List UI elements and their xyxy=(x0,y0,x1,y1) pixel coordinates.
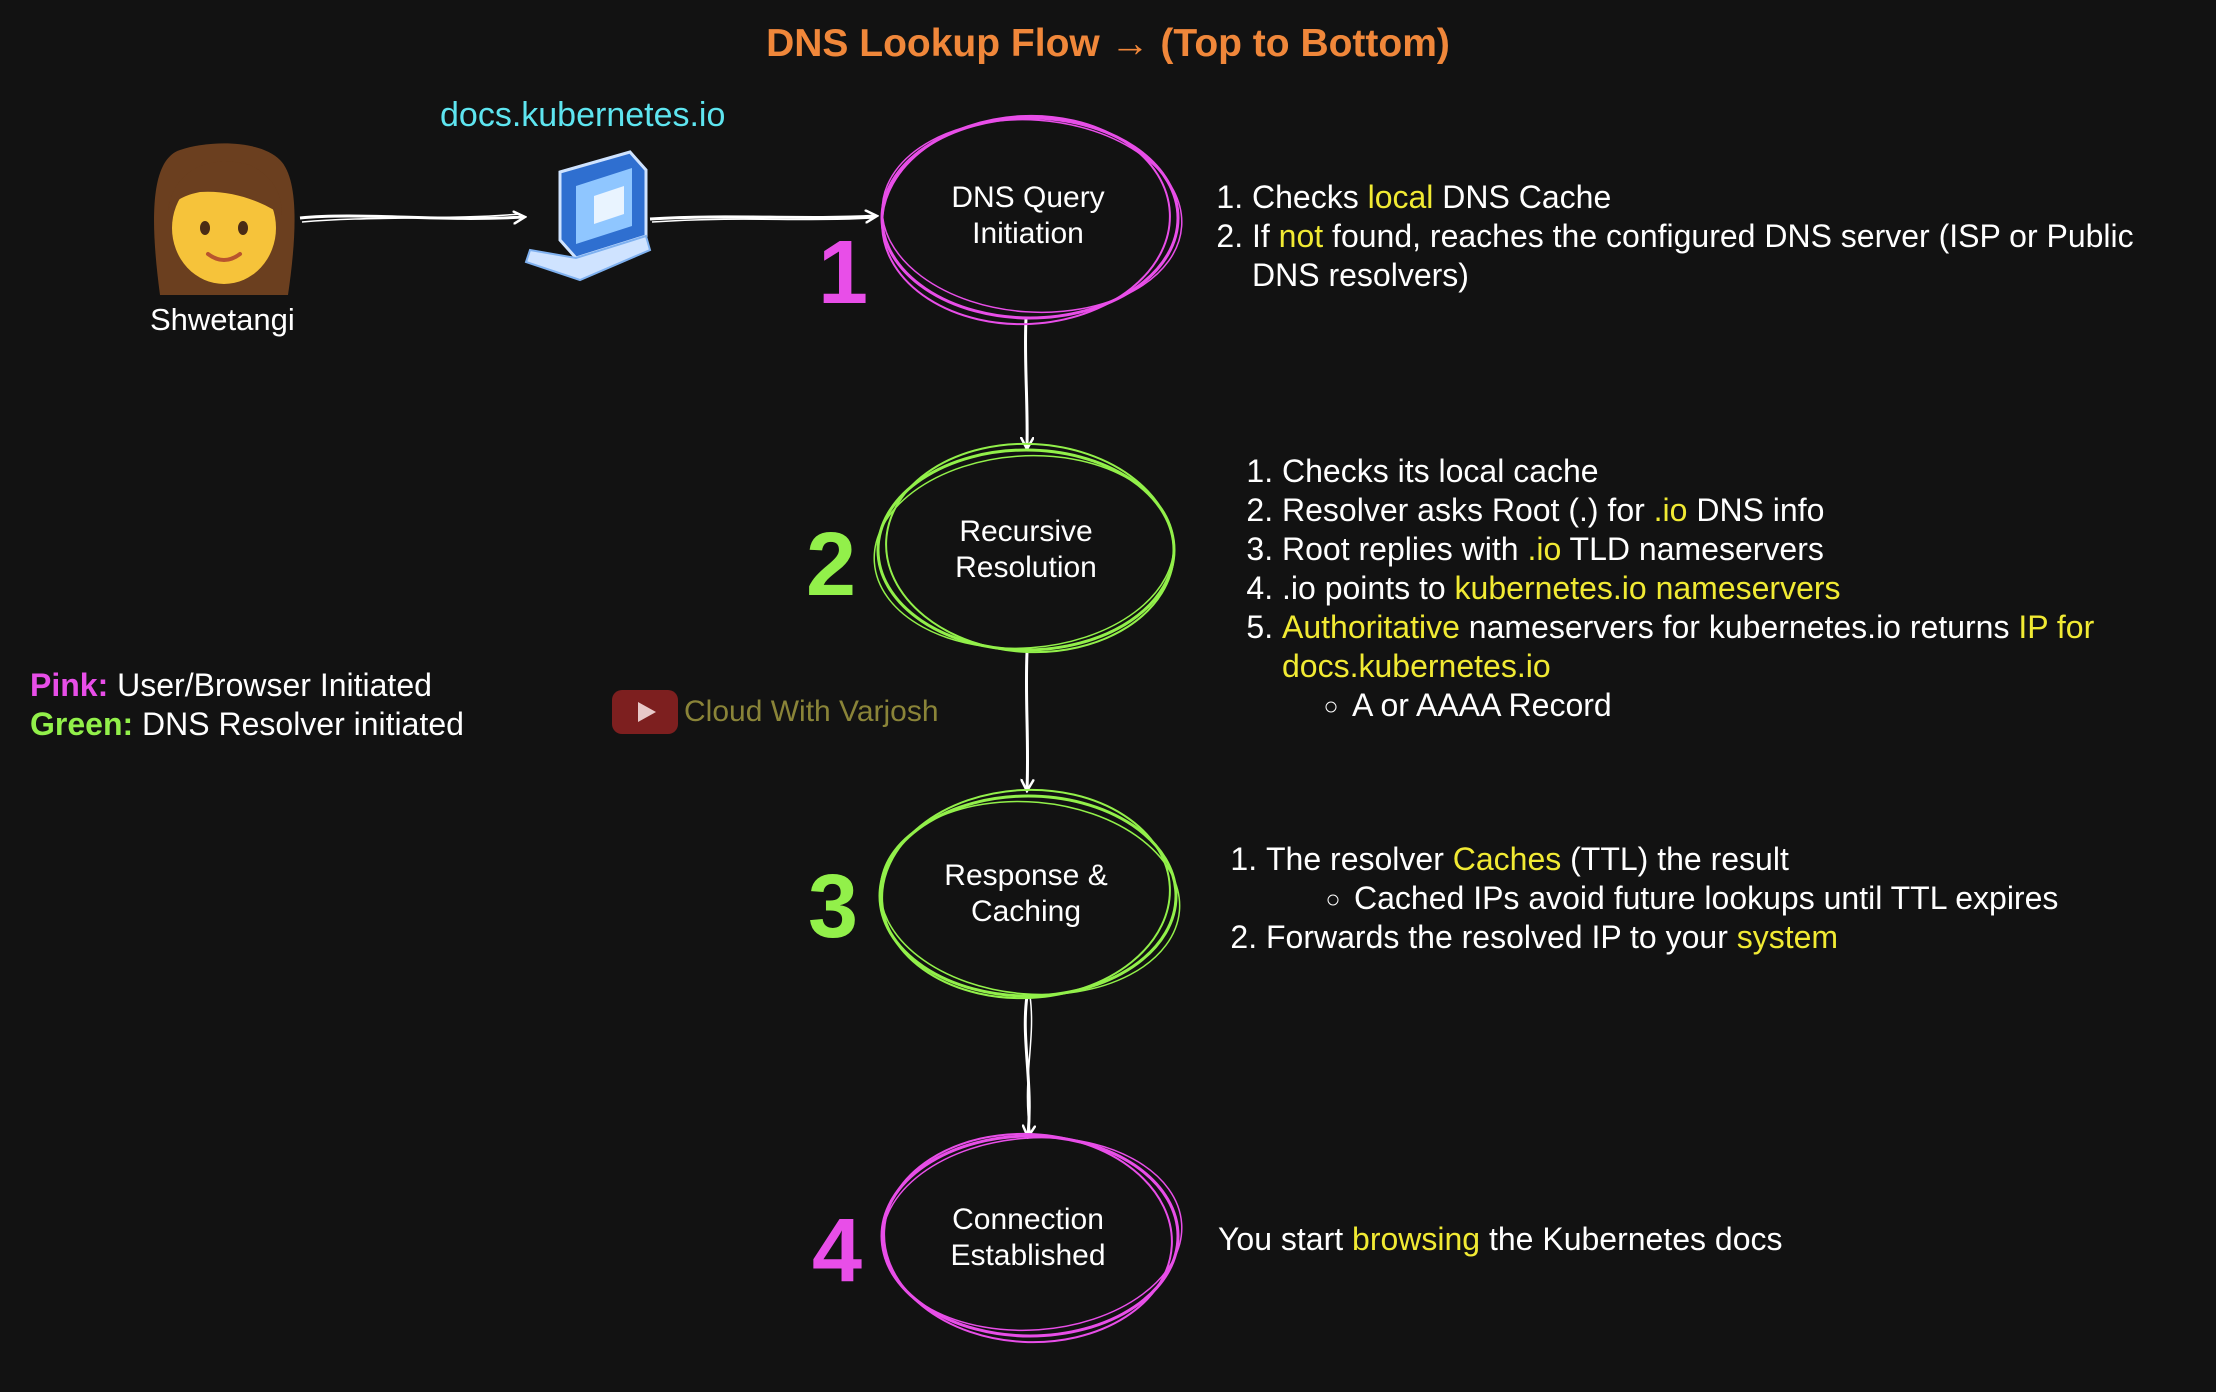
legend-green: Green: DNS Resolver initiated xyxy=(30,706,464,742)
step-2-notes: Checks its local cache Resolver asks Roo… xyxy=(1244,452,2204,725)
step-4-ellipse xyxy=(880,1132,1183,1344)
step-2-note-5: Authoritative nameservers for kubernetes… xyxy=(1282,608,2204,725)
woman-emoji-icon xyxy=(154,143,295,295)
legend-pink: Pink: User/Browser Initiated xyxy=(30,667,432,703)
arrow-user-to-laptop xyxy=(299,216,524,218)
step-3-label-line-2: Caching xyxy=(970,895,1082,928)
youtube-play-icon xyxy=(612,690,678,734)
step-2-note-1: Checks its local cache xyxy=(1282,452,2204,491)
step-3-ellipse xyxy=(878,788,1181,1000)
step-3-note-1: The resolver Caches (TTL) the result Cac… xyxy=(1266,840,2188,918)
step-3-number: 3 xyxy=(808,857,859,957)
step-2-subnote: A or AAAA Record xyxy=(1352,686,2204,725)
step-1-number: 1 xyxy=(818,223,869,323)
laptop-icon xyxy=(524,150,652,282)
step-4-number: 4 xyxy=(812,1201,863,1301)
diagram-title: DNS Lookup Flow → (Top to Bottom) xyxy=(766,22,1450,65)
step-1-note-1: Checks local DNS Cache xyxy=(1252,178,2154,217)
watermark: Cloud With Varjosh xyxy=(612,690,939,734)
user-name: Shwetangi xyxy=(150,302,295,337)
step-2-label: Recursive Resolution xyxy=(886,514,1166,586)
step-3-label: Response & Caching xyxy=(886,858,1166,930)
step-4-label: Connection Established xyxy=(888,1202,1168,1274)
step-1-ellipse xyxy=(880,114,1183,326)
step-3-note-2: Forwards the resolved IP to your system xyxy=(1266,918,2188,957)
step-2-note-3: Root replies with .io TLD nameservers xyxy=(1282,530,2204,569)
step-2-ellipse xyxy=(873,442,1176,654)
legend: Pink: User/Browser Initiated Green: DNS … xyxy=(30,666,464,744)
arrow-step1-to-step2 xyxy=(1025,317,1027,448)
step-2-label-line-1: Recursive xyxy=(959,515,1093,548)
step-2-note-2: Resolver asks Root (.) for .io DNS info xyxy=(1282,491,2204,530)
domain-label: docs.kubernetes.io xyxy=(440,96,726,134)
step-2-number: 2 xyxy=(806,515,857,615)
arrow-step2-to-step3 xyxy=(1026,651,1027,790)
step-4-notes: You start browsing the Kubernetes docs xyxy=(1218,1221,1783,1257)
step-2-label-line-2: Resolution xyxy=(955,551,1097,584)
step-3-notes: The resolver Caches (TTL) the result Cac… xyxy=(1228,840,2188,957)
step-1-label: DNS Query Initiation xyxy=(888,180,1168,252)
step-2-note-4: .io points to kubernetes.io nameservers xyxy=(1282,569,2204,608)
step-4-label-line-2: Established xyxy=(950,1239,1106,1272)
step-3-label-line-1: Response & xyxy=(944,859,1108,892)
arrow-laptop-to-step1 xyxy=(649,216,876,219)
step-1-label-line-2: Initiation xyxy=(972,217,1084,250)
step-1-note-2: If not found, reaches the configured DNS… xyxy=(1252,217,2154,295)
watermark-text: Cloud With Varjosh xyxy=(684,695,939,728)
step-3-subnote: Cached IPs avoid future lookups until TT… xyxy=(1354,879,2188,918)
step-4-label-line-1: Connection xyxy=(952,1203,1104,1236)
step-1-label-line-1: DNS Query xyxy=(951,181,1105,214)
step-1-notes: Checks local DNS Cache If not found, rea… xyxy=(1214,178,2154,295)
